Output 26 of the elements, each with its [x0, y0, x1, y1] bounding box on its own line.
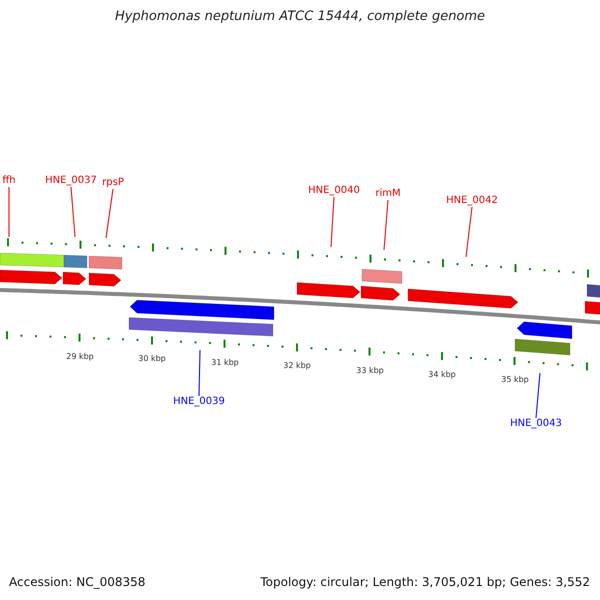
scale-label: 29 kbp — [66, 352, 94, 361]
gene-label: rimM — [375, 188, 401, 200]
leader-line — [70, 186, 76, 238]
leader-line — [8, 186, 10, 238]
leader-line — [106, 188, 114, 238]
genome-summary-text: Topology: circular; Length: 3,705,021 bp; Genes: 3,552 — [260, 575, 590, 589]
title: Hyphomonas neptunium ATCC 15444, complete genome — [114, 9, 486, 24]
scale-label: 30 kbp — [138, 354, 166, 364]
leader-line — [384, 200, 388, 250]
gene-label: HNE_0040 — [308, 185, 360, 197]
scale-label: 34 kbp — [428, 370, 456, 380]
leader-line — [330, 196, 334, 248]
gene-label: HNE_0039 — [173, 396, 225, 408]
leader-line — [536, 372, 540, 418]
gene-label: HNE_0043 — [510, 418, 562, 430]
scale-label: 32 kbp — [283, 361, 311, 370]
scale-label: 31 kbp — [211, 358, 239, 367]
scale-label: 33 kbp — [356, 366, 384, 375]
gene-label: HNE_0042 — [446, 195, 498, 207]
leader-line — [198, 350, 200, 396]
gene-label: ffh — [2, 175, 16, 187]
accession-text: Accession: NC_008358 — [9, 575, 146, 589]
scale-label: 35 kbp — [501, 375, 529, 384]
leader-line — [466, 206, 472, 258]
gene-label: HNE_0037 — [45, 175, 97, 187]
gene-label: rpsP — [102, 177, 124, 189]
